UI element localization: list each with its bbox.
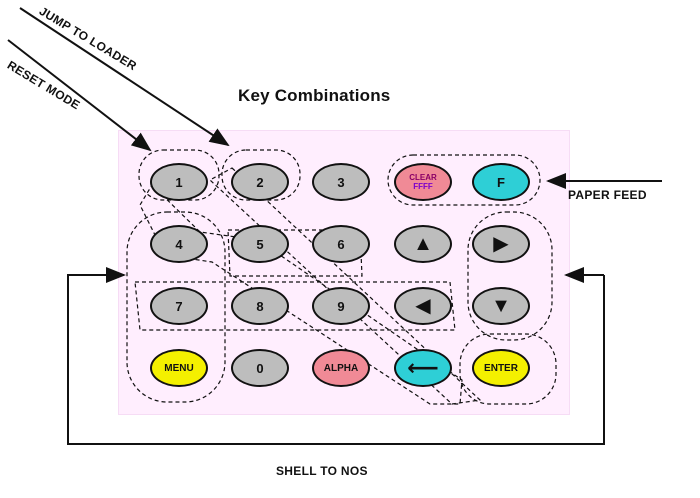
jump-to-loader-label: JUMP TO LOADER <box>36 4 140 74</box>
key-0-label: 0 <box>256 360 264 376</box>
key-up[interactable]: ▲ <box>394 225 452 263</box>
key-4[interactable]: 4 <box>150 225 208 263</box>
key-0[interactable]: 0 <box>231 349 289 387</box>
up-arrow-icon: ▲ <box>413 233 433 255</box>
key-7-label: 7 <box>175 298 183 314</box>
jump-to-loader-arrow <box>19 7 230 147</box>
key-1[interactable]: 1 <box>150 163 208 201</box>
key-1-label: 1 <box>175 174 183 190</box>
key-right[interactable]: ▶ <box>472 225 530 263</box>
left-arrow-icon: ◀ <box>415 295 431 317</box>
key-8-label: 8 <box>256 298 264 314</box>
down-arrow-icon: ▼ <box>491 295 511 317</box>
key-menu-label: MENU <box>164 362 194 374</box>
key-8[interactable]: 8 <box>231 287 289 325</box>
key-alpha[interactable]: ALPHA <box>312 349 370 387</box>
key-left[interactable]: ◀ <box>394 287 452 325</box>
key-alpha-label: ALPHA <box>323 362 359 374</box>
key-f-label: F <box>497 174 505 190</box>
key-6[interactable]: 6 <box>312 225 370 263</box>
key-enter-label: ENTER <box>484 362 518 374</box>
key-enter[interactable]: ENTER <box>472 349 530 387</box>
key-6-label: 6 <box>337 236 345 252</box>
key-2-label: 2 <box>256 174 264 190</box>
key-7[interactable]: 7 <box>150 287 208 325</box>
key-5[interactable]: 5 <box>231 225 289 263</box>
key-5-label: 5 <box>256 236 264 252</box>
key-f[interactable]: F <box>472 163 530 201</box>
diagram-title: Key Combinations <box>238 86 391 105</box>
key-clear-label: CLEAR <box>409 173 437 182</box>
reset-mode-label: RESET MODE <box>4 58 83 113</box>
key-menu[interactable]: MENU <box>150 349 208 387</box>
key-clear-sub: FFFF <box>413 182 433 191</box>
key-9[interactable]: 9 <box>312 287 370 325</box>
key-4-label: 4 <box>175 236 183 252</box>
right-arrow-icon: ▶ <box>493 233 509 255</box>
backspace-arrow-icon: ⟵ <box>407 355 439 380</box>
key-down[interactable]: ▼ <box>472 287 530 325</box>
paper-feed-label: PAPER FEED <box>568 188 647 202</box>
key-9-label: 9 <box>337 298 345 314</box>
key-backspace[interactable]: ⟵ <box>394 349 452 387</box>
key-2[interactable]: 2 <box>231 163 289 201</box>
key-3[interactable]: 3 <box>312 163 370 201</box>
shell-to-nos-label: SHELL TO NOS <box>276 464 368 478</box>
key-3-label: 3 <box>337 174 345 190</box>
